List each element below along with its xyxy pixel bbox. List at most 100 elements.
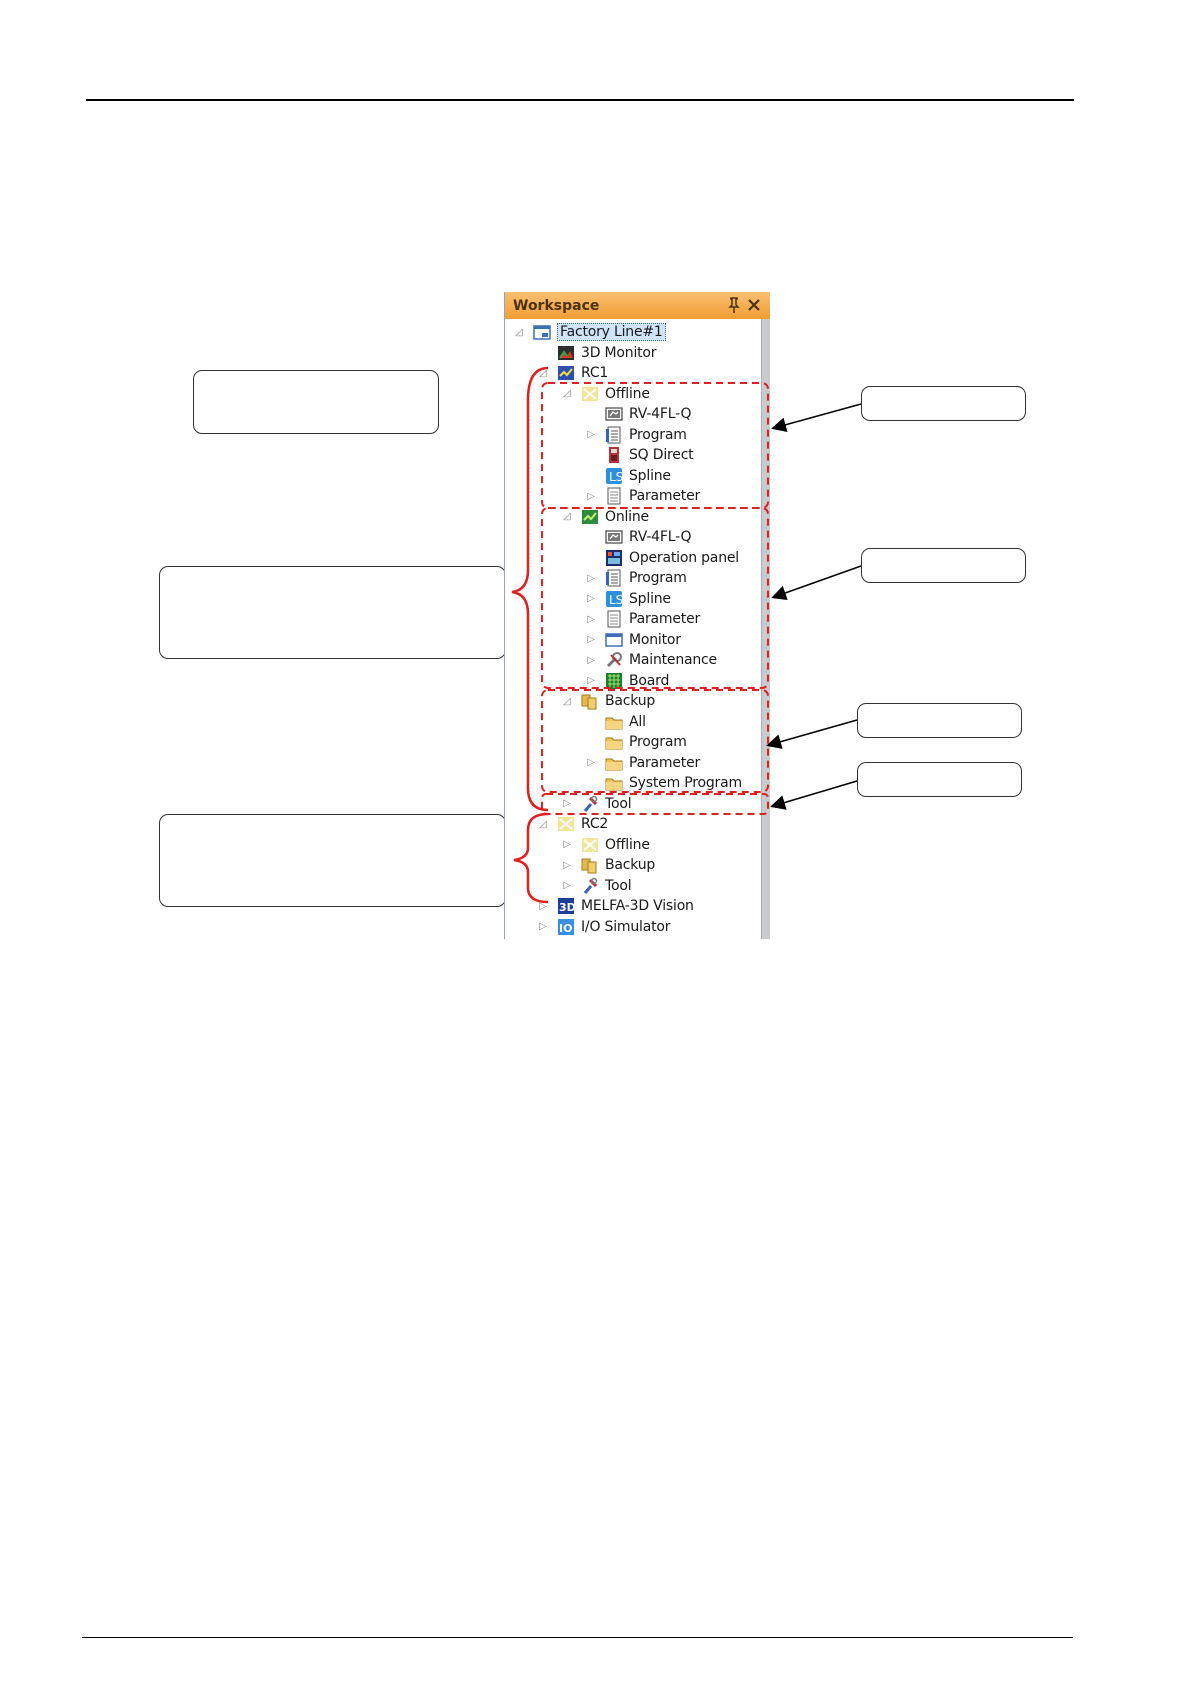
tree-item-label: Program: [629, 426, 687, 443]
tree-item[interactable]: ◿ Factory Line#1: [513, 322, 666, 342]
tree-item-label: Parameter: [629, 488, 701, 504]
header-rule: [86, 99, 1074, 101]
tree-item[interactable]: System Program: [585, 773, 742, 793]
callout-box-rc2: [159, 814, 506, 907]
tree-item-label: Backup: [605, 693, 656, 709]
collapsed-arrow-icon[interactable]: ▷: [587, 654, 595, 666]
tree-item-label: Program: [629, 570, 687, 586]
collapsed-arrow-icon[interactable]: ▷: [563, 859, 571, 871]
tree-item-label: Monitor: [629, 631, 681, 648]
workspace-title: Workspace: [513, 297, 600, 314]
backup-icon: [581, 694, 597, 710]
collapsed-arrow-icon[interactable]: ▷: [587, 572, 595, 584]
folder-icon: [605, 737, 623, 750]
tree-item[interactable]: ◿Offline: [561, 384, 650, 404]
tree-item[interactable]: ▷ Tool: [561, 794, 632, 814]
expanded-arrow-icon[interactable]: ◿: [539, 818, 547, 830]
tree-item-label: RC1: [581, 365, 609, 381]
callout-box-online: [861, 548, 1026, 583]
close-icon[interactable]: [746, 296, 762, 314]
robot-model-icon: [605, 530, 623, 544]
expanded-arrow-icon[interactable]: ◿: [539, 367, 547, 379]
expanded-arrow-icon[interactable]: ◿: [563, 388, 571, 399]
tree-item[interactable]: ▷ Parameter: [585, 753, 700, 773]
tree-item-label: Parameter: [629, 754, 701, 771]
tree-item[interactable]: RV-4FL-Q: [585, 527, 691, 547]
program-icon: [606, 569, 621, 587]
tree-item[interactable]: 3D Monitor: [537, 343, 657, 363]
tree-item[interactable]: ▷ Program: [585, 425, 687, 445]
collapsed-arrow-icon[interactable]: ▷: [587, 490, 595, 502]
tree-item[interactable]: RV-4FL-Q: [585, 404, 691, 424]
tree-item[interactable]: ▷Backup: [561, 855, 655, 875]
tree-item[interactable]: ▷ Parameter: [585, 486, 700, 506]
tree-item[interactable]: ▷Offline: [561, 835, 650, 855]
tree-item-label: RV-4FL-Q: [629, 406, 692, 422]
tree-item[interactable]: SQ Direct: [585, 445, 694, 465]
online-icon: [582, 509, 598, 524]
program-icon: [606, 426, 621, 443]
tree-item[interactable]: ▷Parameter: [585, 609, 700, 629]
folder-icon: [605, 758, 623, 770]
board-icon: [606, 672, 622, 689]
tree-item[interactable]: ▷Maintenance: [585, 650, 717, 670]
tree-item[interactable]: ▷ Board: [585, 671, 669, 691]
tree-item[interactable]: ◿RC2: [537, 814, 608, 834]
collapsed-arrow-icon[interactable]: ▷: [587, 675, 595, 686]
folder-icon: [605, 717, 623, 729]
collapsed-arrow-icon[interactable]: ▷: [539, 921, 547, 932]
tree-item-label: All: [629, 713, 646, 730]
tree-item-label: Board: [629, 672, 670, 689]
tree-item[interactable]: ▷ Program: [585, 568, 687, 588]
tree-item-label: System Program: [629, 775, 742, 791]
tree-item-label: Tool: [605, 795, 632, 812]
parameter-icon: [607, 610, 621, 628]
tool-icon: [583, 877, 598, 894]
tree-item[interactable]: Operation panel: [585, 548, 739, 568]
tree-item[interactable]: ◿ RC1: [537, 363, 608, 383]
callout-box-offline: [861, 386, 1026, 421]
callout-box-rc1: [159, 566, 506, 659]
svg-text:IO: IO: [559, 922, 572, 935]
pin-icon[interactable]: [726, 296, 742, 314]
tree-item-label: MELFA-3D Vision: [581, 898, 694, 914]
tree-item[interactable]: ◿ Online: [561, 507, 649, 527]
arrow-offline: [771, 403, 862, 433]
collapsed-arrow-icon[interactable]: ▷: [563, 839, 571, 850]
expanded-arrow-icon[interactable]: ◿: [515, 326, 523, 338]
workspace-scrollbar[interactable]: [761, 319, 770, 939]
collapsed-arrow-icon[interactable]: ▷: [563, 880, 571, 891]
robot-model-icon: [605, 407, 623, 421]
tree-item[interactable]: ◿ Backup: [561, 691, 655, 711]
collapsed-arrow-icon[interactable]: ▷: [587, 757, 595, 768]
expanded-arrow-icon[interactable]: ◿: [563, 695, 571, 707]
svg-text:LS: LS: [609, 593, 623, 607]
collapsed-arrow-icon[interactable]: ▷: [587, 613, 595, 625]
collapsed-arrow-icon[interactable]: ▷: [587, 593, 595, 604]
collapsed-arrow-icon[interactable]: ▷: [587, 634, 595, 645]
footer-rule: [82, 1637, 1073, 1638]
tree-item-label: Spline: [629, 467, 671, 484]
tree-item[interactable]: All: [585, 712, 646, 732]
robot-controller-online-icon: [558, 366, 574, 380]
tree-item-label: Online: [605, 508, 649, 525]
tree-item-label: Factory Line#1: [557, 323, 666, 341]
backup-icon: [581, 858, 597, 874]
tree-item[interactable]: ▷ Monitor: [585, 630, 681, 650]
arrow-online: [771, 565, 862, 601]
collapsed-arrow-icon[interactable]: ▷: [563, 798, 571, 809]
collapsed-arrow-icon[interactable]: ▷: [587, 429, 595, 440]
tree-item[interactable]: ▷Tool: [561, 876, 632, 896]
workspace-title-bar[interactable]: Workspace: [505, 292, 770, 319]
tree-item-label: RV-4FL-Q: [629, 529, 692, 545]
expanded-arrow-icon[interactable]: ◿: [563, 511, 571, 522]
collapsed-arrow-icon[interactable]: ▷: [539, 900, 547, 912]
tool-icon: [583, 795, 598, 812]
tree-item-label: Program: [629, 734, 687, 750]
tree-item[interactable]: Program: [585, 732, 687, 752]
